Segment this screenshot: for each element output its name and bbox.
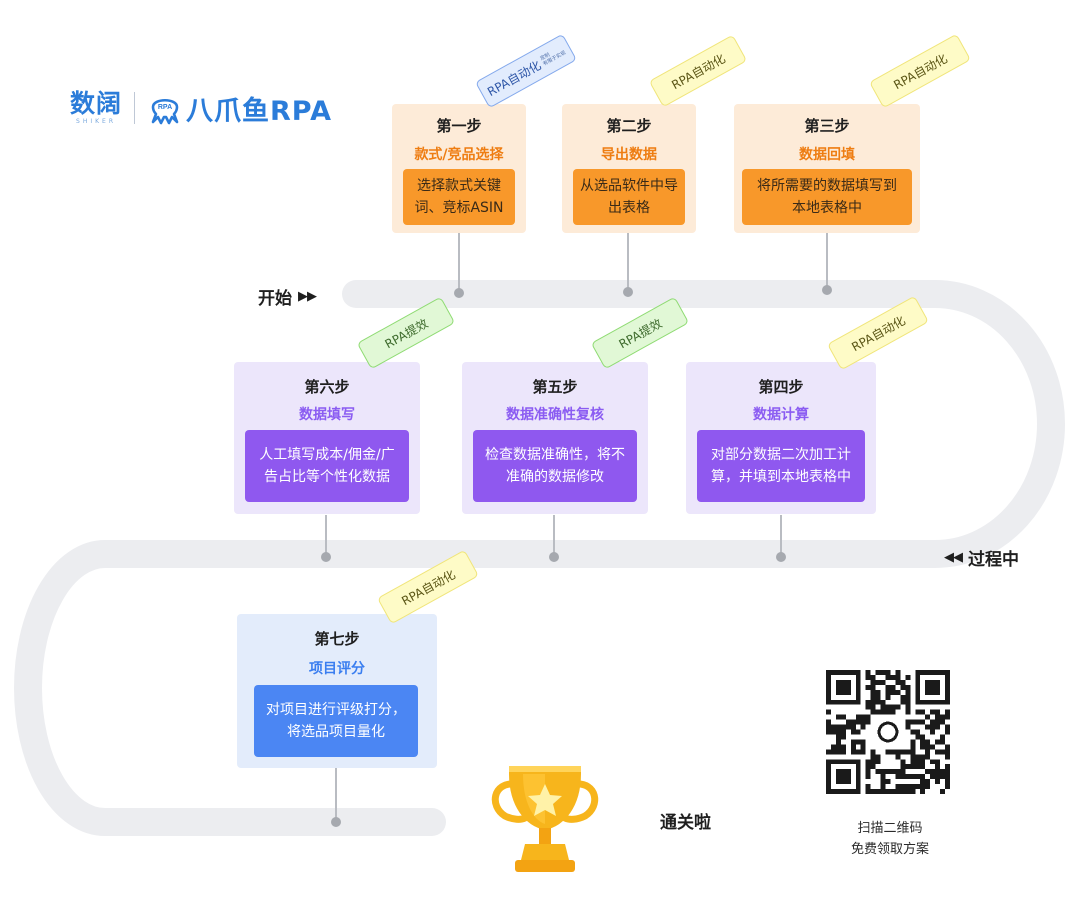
step2-dot (623, 287, 633, 297)
qr-caption-line-2: 免费领取方案 (850, 842, 929, 857)
brand-logo: 数阔 SHIKER RPA 八爪鱼RPA (70, 88, 332, 128)
step-subtitle: 数据回填 (799, 147, 855, 163)
step-title: 第三步 (804, 117, 850, 135)
step-description: 选择款式关键词、竞标ASIN (403, 169, 515, 225)
octo-badge-text: RPA (158, 104, 172, 111)
shuku-logo-en: SHIKER (76, 118, 116, 125)
start-label-text: 开始 (258, 289, 292, 309)
rewind-arrows-icon: ◀◀ (944, 550, 963, 565)
tag-note: 定制 有限于实现 (539, 45, 567, 67)
step6-dot (321, 552, 331, 562)
logo-divider (134, 92, 136, 124)
step-subtitle: 项目评分 (309, 661, 365, 677)
step-card-7: 第七步 项目评分 对项目进行评级打分，将选品项目量化 (237, 614, 437, 768)
shuku-logo: 数阔 SHIKER (70, 90, 122, 126)
step-description: 将所需要的数据填写到本地表格中 (742, 169, 912, 225)
step-card-1: 第一步 款式/竞品选择 选择款式关键词、竞标ASIN (392, 104, 526, 233)
octopus-icon: RPA (151, 98, 179, 125)
step-title: 第二步 (606, 117, 652, 135)
play-arrows-icon: ▶▶ (298, 289, 317, 304)
trophy-icon (491, 766, 599, 872)
start-label: 开始 ▶▶ (258, 284, 317, 309)
step-subtitle: 数据准确性复核 (506, 407, 604, 423)
step-description: 对项目进行评级打分，将选品项目量化 (254, 685, 418, 757)
step1-dot (454, 288, 464, 298)
step-card-2: 第二步 导出数据 从选品软件中导出表格 (562, 104, 696, 233)
step7-dot (331, 817, 341, 827)
step-description: 从选品软件中导出表格 (573, 169, 685, 225)
qr-caption: 扫描二维码 免费领取方案 (826, 818, 954, 860)
progress-label: ◀◀ 过程中 (944, 545, 1019, 570)
step5-dot (549, 552, 559, 562)
step-subtitle: 数据填写 (299, 407, 355, 423)
step-description: 对部分数据二次加工计算，并填到本地表格中 (697, 430, 865, 502)
step-card-5: 第五步 数据准确性复核 检查数据准确性，将不准确的数据修改 (462, 362, 648, 514)
step-card-3: 第三步 数据回填 将所需要的数据填写到本地表格中 (734, 104, 920, 233)
step-description: 检查数据准确性，将不准确的数据修改 (473, 430, 637, 502)
step-description: 人工填写成本/佣金/广告占比等个性化数据 (245, 430, 409, 502)
bazhuayu-logo-text: 八爪鱼RPA (186, 95, 333, 127)
step-subtitle: 导出数据 (601, 147, 657, 163)
progress-label-text: 过程中 (968, 550, 1019, 570)
step4-dot (776, 552, 786, 562)
finish-label-text: 通关啦 (660, 813, 711, 833)
qr-code (826, 670, 950, 794)
step-title: 第六步 (304, 378, 350, 396)
step-subtitle: 数据计算 (753, 407, 809, 423)
step-title: 第一步 (436, 117, 482, 135)
step-card-6: 第六步 数据填写 人工填写成本/佣金/广告占比等个性化数据 (234, 362, 420, 514)
step-title: 第五步 (532, 378, 578, 396)
qr-caption-line-1: 扫描二维码 (857, 821, 923, 836)
step-card-4: 第四步 数据计算 对部分数据二次加工计算，并填到本地表格中 (686, 362, 876, 514)
step-title: 第四步 (758, 378, 804, 396)
finish-label: 通关啦 (660, 808, 711, 833)
step-subtitle: 款式/竞品选择 (414, 147, 504, 163)
step-title: 第七步 (314, 630, 360, 648)
shuku-logo-text: 数阔 (70, 89, 123, 118)
step3-dot (822, 285, 832, 295)
